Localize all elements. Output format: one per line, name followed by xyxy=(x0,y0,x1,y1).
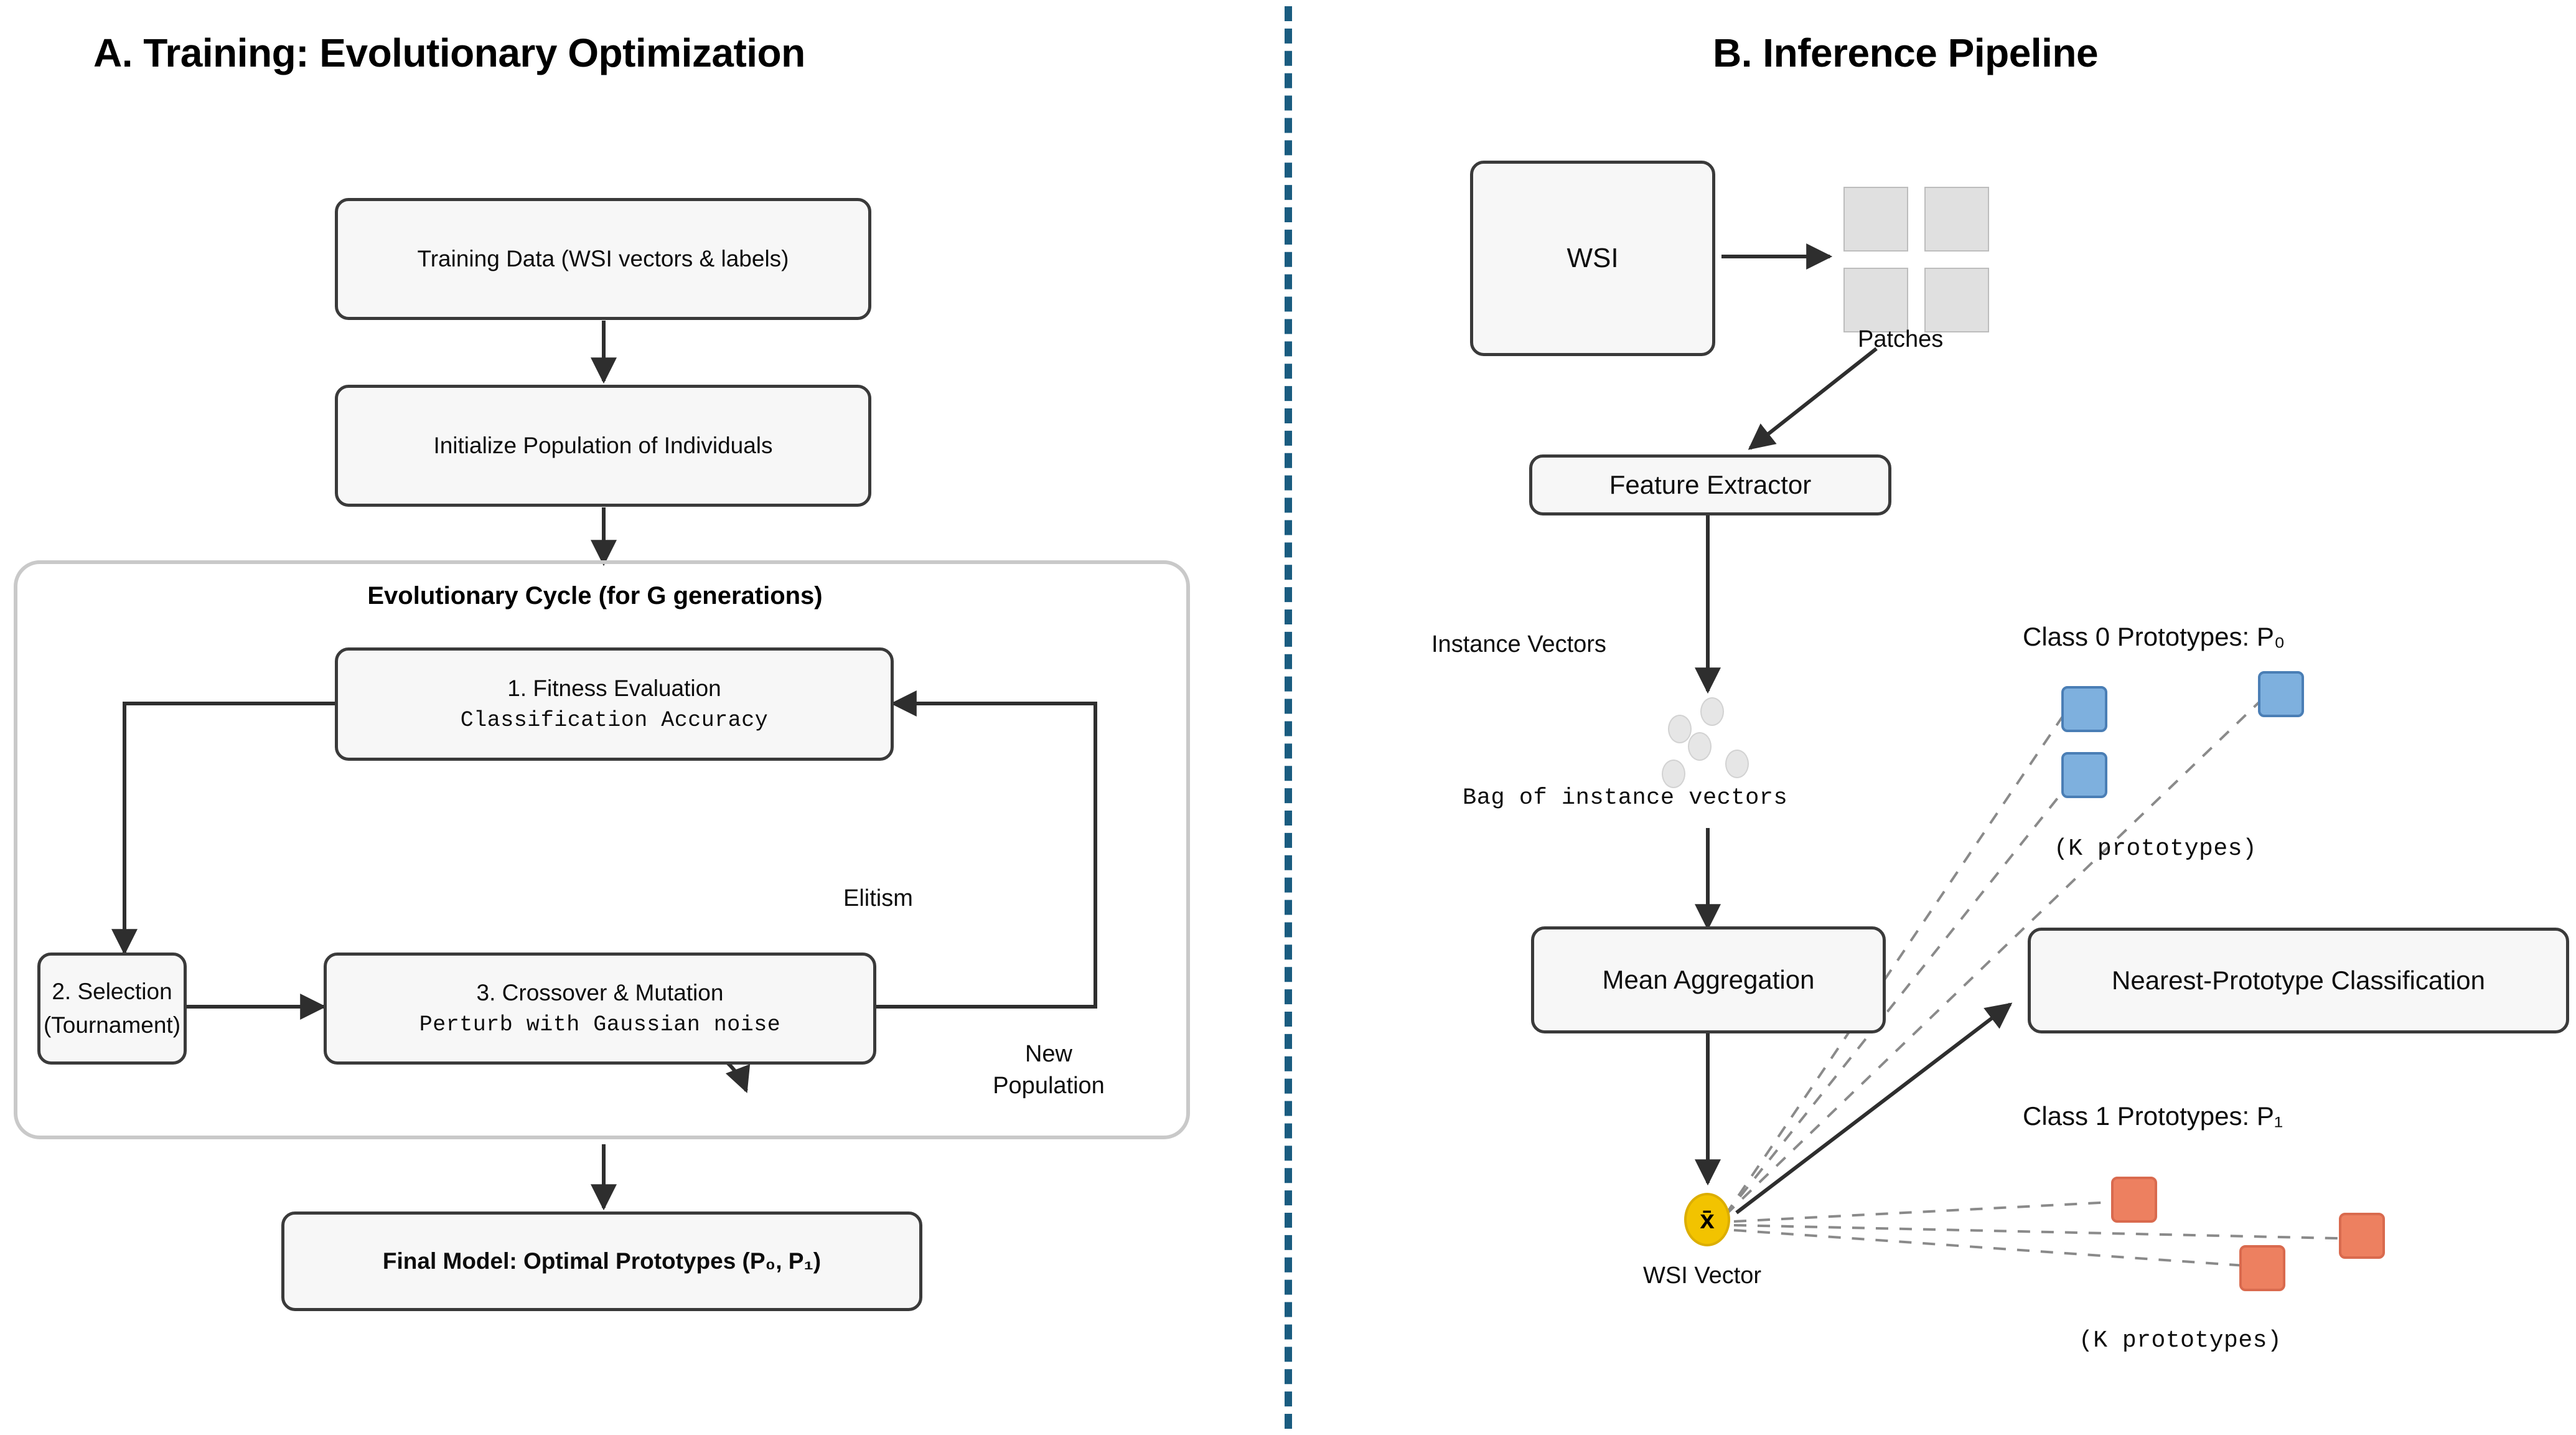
box-nearest-prototype-label: Nearest-Prototype Classification xyxy=(2112,965,2485,995)
box-fitness-evaluation[interactable]: 1. Fitness Evaluation Classification Acc… xyxy=(335,647,894,761)
box-wsi[interactable]: WSI xyxy=(1470,161,1715,356)
box-feature-extractor[interactable]: Feature Extractor xyxy=(1529,454,1891,515)
prototype-square-class0 xyxy=(2061,752,2107,798)
patches-grid xyxy=(1843,187,1989,332)
label-class1-prototypes: Class 1 Prototypes: P₁ xyxy=(2023,1101,2283,1131)
box-crossover-title: 3. Crossover & Mutation xyxy=(476,979,724,1005)
label-patches: Patches xyxy=(1858,326,1944,352)
instance-dot xyxy=(1725,750,1749,778)
panel-b-title: B. Inference Pipeline xyxy=(1713,31,2099,75)
edge-patches-to-extractor xyxy=(1748,347,1878,450)
box-crossover-subtitle: Perturb with Gaussian noise xyxy=(419,1012,781,1038)
box-training-data[interactable]: Training Data (WSI vectors & labels) xyxy=(335,198,871,320)
wsi-vector-symbol: x̄ xyxy=(1700,1205,1715,1234)
box-selection-line2: (Tournament) xyxy=(43,1012,181,1038)
panel-a-title: A. Training: Evolutionary Optimization xyxy=(93,31,805,75)
patch-tile xyxy=(1843,268,1908,332)
evolutionary-cycle-label: Evolutionary Cycle (for G generations) xyxy=(367,582,823,609)
box-training-data-label: Training Data (WSI vectors & labels) xyxy=(417,246,789,272)
label-new-population: New Population xyxy=(977,1038,1120,1103)
prototype-square-class1 xyxy=(2339,1213,2385,1259)
box-mean-aggregation-label: Mean Aggregation xyxy=(1602,964,1815,994)
box-selection-line1: 2. Selection xyxy=(52,979,172,1005)
box-final-model[interactable]: Final Model: Optimal Prototypes (P₀, P₁) xyxy=(281,1212,922,1311)
label-new-population-line2: Population xyxy=(993,1073,1105,1099)
patch-tile xyxy=(1843,187,1908,252)
evolutionary-cycle-container xyxy=(14,560,1190,1139)
instance-dot xyxy=(1668,715,1692,743)
box-selection-tournament[interactable]: 2. Selection (Tournament) xyxy=(37,953,187,1065)
box-mean-aggregation[interactable]: Mean Aggregation xyxy=(1531,926,1886,1033)
wsi-vector-node[interactable]: x̄ xyxy=(1684,1193,1730,1246)
box-wsi-label: WSI xyxy=(1567,243,1619,274)
panel-divider xyxy=(1285,6,1292,1429)
box-feature-extractor-label: Feature Extractor xyxy=(1609,469,1812,499)
label-class0-prototypes: Class 0 Prototypes: P₀ xyxy=(2023,622,2285,651)
box-fitness-subtitle: Classification Accuracy xyxy=(460,708,769,733)
box-initialize-label: Initialize Population of Individuals xyxy=(433,433,773,459)
edge-wsivector-to-classifier xyxy=(1735,1002,2013,1215)
prototype-square-class1 xyxy=(2111,1177,2157,1223)
prototype-square-class1 xyxy=(2239,1245,2285,1291)
box-final-model-label: Final Model: Optimal Prototypes (P₀, P₁) xyxy=(382,1248,822,1274)
box-crossover-mutation[interactable]: 3. Crossover & Mutation Perturb with Gau… xyxy=(324,953,876,1065)
dash-link-c1-c xyxy=(1733,1229,2264,1268)
box-fitness-title: 1. Fitness Evaluation xyxy=(507,675,721,701)
label-instance-vectors: Instance Vectors xyxy=(1431,631,1606,657)
patch-tile xyxy=(1924,187,1989,252)
prototype-square-class0 xyxy=(2258,671,2304,717)
patch-tile xyxy=(1924,268,1989,332)
dash-link-c1-b xyxy=(1733,1224,2366,1240)
dash-link-c1-a xyxy=(1733,1200,2124,1223)
instance-dot xyxy=(1700,697,1724,726)
box-nearest-prototype-classification[interactable]: Nearest-Prototype Classification xyxy=(2028,928,2569,1033)
prototype-square-class0 xyxy=(2061,686,2107,732)
label-wsi-vector: WSI Vector xyxy=(1643,1263,1762,1289)
label-class0-k-prototypes: (K prototypes) xyxy=(2054,835,2257,862)
label-bag-of-instance-vectors: Bag of instance vectors xyxy=(1463,785,1788,811)
box-initialize-population[interactable]: Initialize Population of Individuals xyxy=(335,385,871,507)
label-elitism: Elitism xyxy=(843,885,913,911)
label-new-population-line1: New xyxy=(1024,1041,1073,1067)
instance-dot xyxy=(1662,760,1685,788)
instance-dot xyxy=(1688,732,1712,761)
label-class1-k-prototypes: (K prototypes) xyxy=(2079,1327,2282,1354)
instance-dots-cluster xyxy=(1662,697,1774,788)
